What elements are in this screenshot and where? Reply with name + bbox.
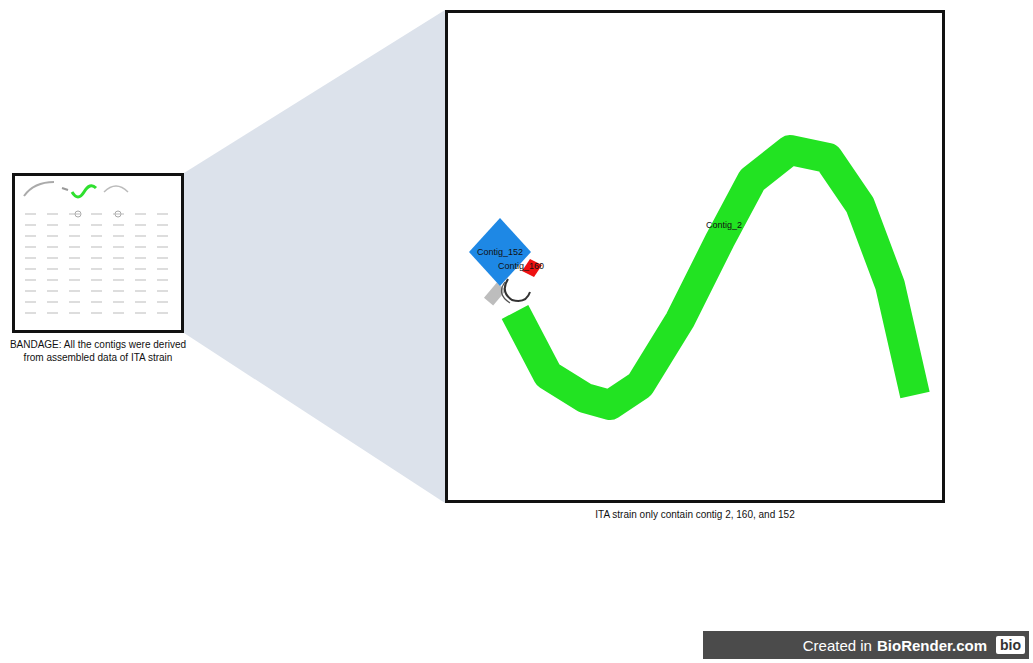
caption: BANDAGE: All the contigs were derived fr… bbox=[8, 338, 188, 364]
watermark-text: Created in bbox=[803, 637, 872, 654]
thumbnail-box: BANDAGE: All the contigs were derived fr… bbox=[12, 173, 184, 333]
contig-band-outline bbox=[515, 150, 915, 405]
zoom-box: ITA strain only contain contig 2, 160, a… bbox=[445, 10, 945, 503]
zoom-funnel bbox=[184, 10, 445, 503]
watermark-text: bio bbox=[996, 636, 1025, 654]
contig-node-outline bbox=[469, 218, 531, 286]
contig-band-shape bbox=[500, 145, 930, 430]
link-loop bbox=[501, 282, 510, 303]
contig-band: Contig_2 bbox=[500, 145, 930, 430]
contig-label: Contig_152 bbox=[477, 247, 523, 257]
watermark-text: BioRender.com bbox=[877, 637, 987, 654]
thumbnail-ground bbox=[15, 176, 181, 330]
caption: ITA strain only contain contig 2, 160, a… bbox=[475, 508, 915, 521]
thumbnail-graph bbox=[22, 182, 172, 323]
link-loop bbox=[505, 279, 530, 301]
contig-node: Contig_152 bbox=[469, 218, 531, 286]
contig-label: Contig_2 bbox=[706, 220, 742, 230]
contig-node: Contig_160 bbox=[498, 257, 548, 275]
watermark-bar: Created in BioRender.com bio bbox=[703, 631, 1029, 659]
contig-label: Contig_160 bbox=[498, 261, 544, 271]
